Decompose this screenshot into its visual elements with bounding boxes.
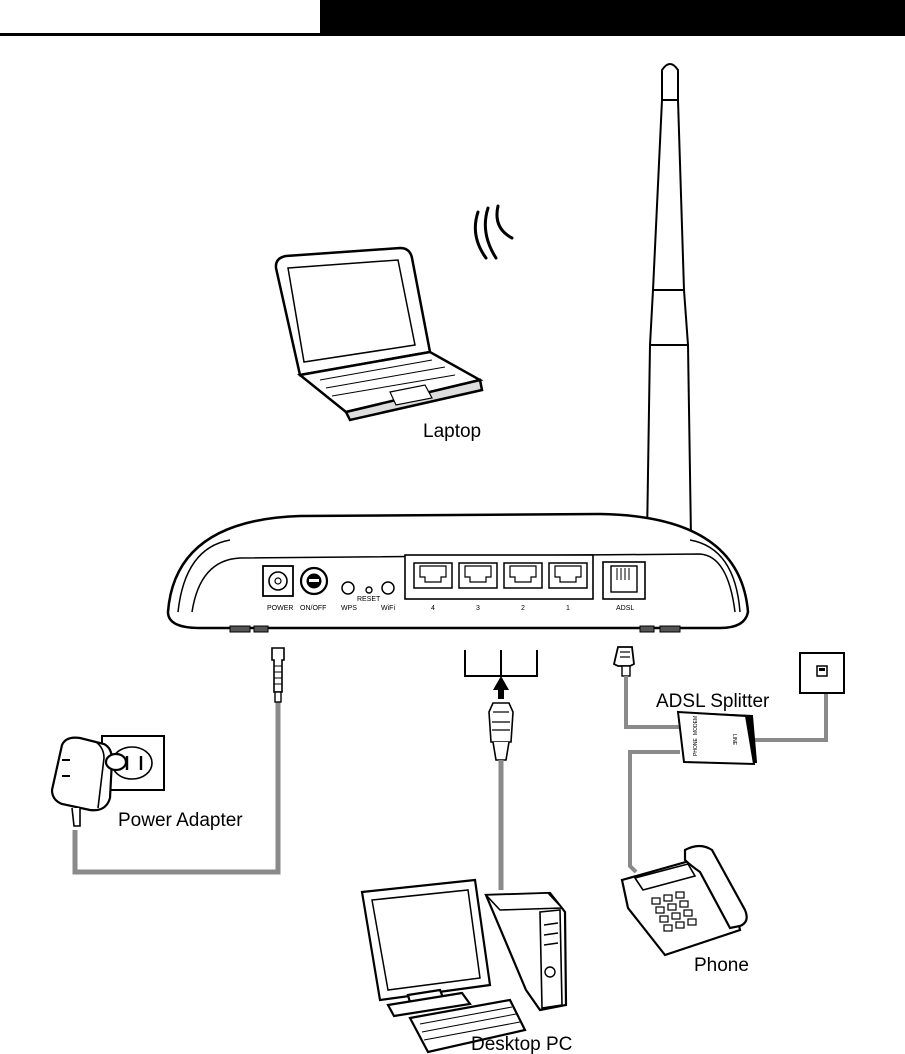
wall-phone-jack-icon (800, 653, 844, 693)
wireless-signal-icon (475, 206, 512, 258)
laptop-label: Laptop (423, 421, 481, 442)
wps-label: WPS (341, 605, 357, 612)
splitter-modem-label: MODEM (693, 716, 699, 735)
lan1-label: 1 (566, 605, 570, 612)
adsl-port (611, 566, 637, 592)
lan-port-2 (504, 563, 542, 588)
lan4-label: 4 (431, 605, 435, 612)
desktop-pc-label: Desktop PC (471, 1034, 572, 1054)
header-bar (0, 0, 905, 36)
reset-button (366, 587, 372, 593)
desktop-pc-icon (362, 880, 566, 1052)
wifi-button (382, 582, 394, 594)
phone-icon (622, 846, 747, 955)
lan3-label: 3 (476, 605, 480, 612)
lan-port-1 (549, 563, 587, 588)
adsl-splitter-icon: PHONE MODEM LINE (678, 712, 756, 764)
up-arrow-icon (493, 676, 509, 690)
adsl-splitter-label: ADSL Splitter (656, 691, 770, 712)
ethernet-connection (465, 650, 537, 890)
splitter-line-label: LINE (731, 734, 737, 746)
lan-port-3 (459, 563, 497, 588)
adsl-label: ADSL (616, 605, 634, 612)
phone-label: Phone (694, 955, 749, 976)
wifi-label: WiFi (381, 605, 395, 612)
lan-port-4 (414, 563, 452, 588)
power-adapter-label: Power Adapter (118, 810, 243, 831)
wps-button (342, 582, 354, 594)
power-port-label: POWER (267, 605, 293, 612)
reset-label: RESET (357, 596, 381, 603)
laptop-icon (276, 248, 482, 420)
splitter-phone-label: PHONE (693, 738, 699, 756)
on-off-label: ON/OFF (300, 605, 326, 612)
lan2-label: 2 (521, 605, 525, 612)
